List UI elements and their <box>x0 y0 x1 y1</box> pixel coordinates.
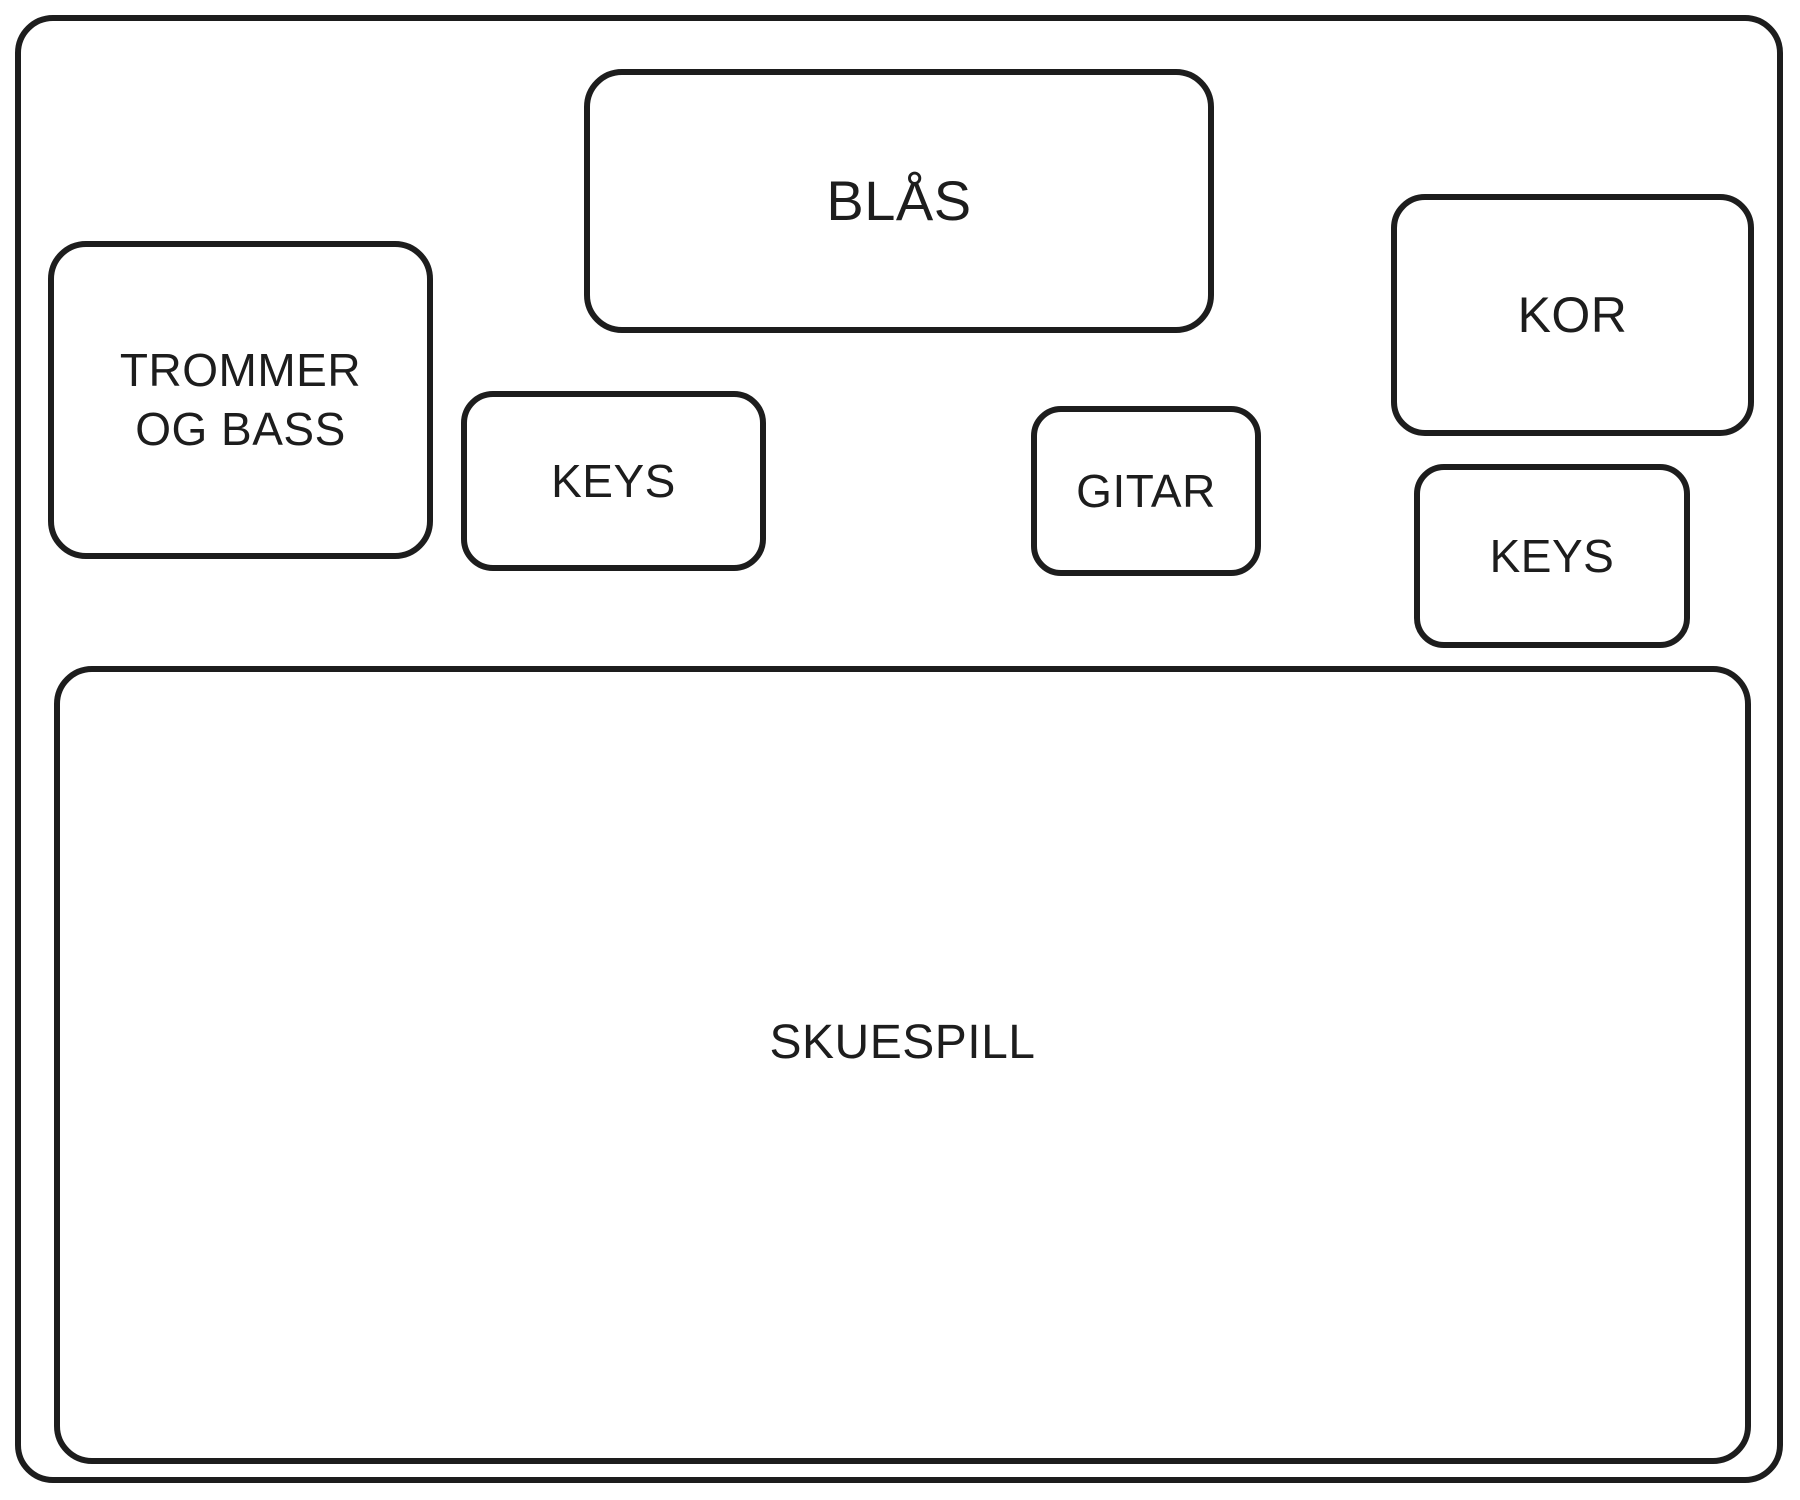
node-kor[interactable]: KOR <box>1391 194 1754 436</box>
node-skuespill[interactable]: SKUESPILL <box>54 666 1751 1464</box>
node-gitar-label: GITAR <box>1076 464 1216 517</box>
node-trommer-og-bass[interactable]: TROMMER OG BASS <box>48 241 433 559</box>
node-keys-left-label: KEYS <box>551 454 676 507</box>
node-skuespill-label: SKUESPILL <box>769 1016 1036 1070</box>
node-keys-right[interactable]: KEYS <box>1414 464 1690 648</box>
node-blas[interactable]: BLÅS <box>584 69 1214 333</box>
node-kor-label: KOR <box>1517 287 1628 343</box>
node-keys-right-label: KEYS <box>1489 529 1615 582</box>
node-blas-label: BLÅS <box>826 169 972 233</box>
node-keys-left[interactable]: KEYS <box>461 391 766 571</box>
node-trommer-og-bass-label: TROMMER OG BASS <box>119 344 362 455</box>
stage-outer-container[interactable]: BLÅS TROMMER OG BASS KEYS GITAR KOR KEYS… <box>15 15 1783 1483</box>
node-gitar[interactable]: GITAR <box>1031 406 1261 576</box>
